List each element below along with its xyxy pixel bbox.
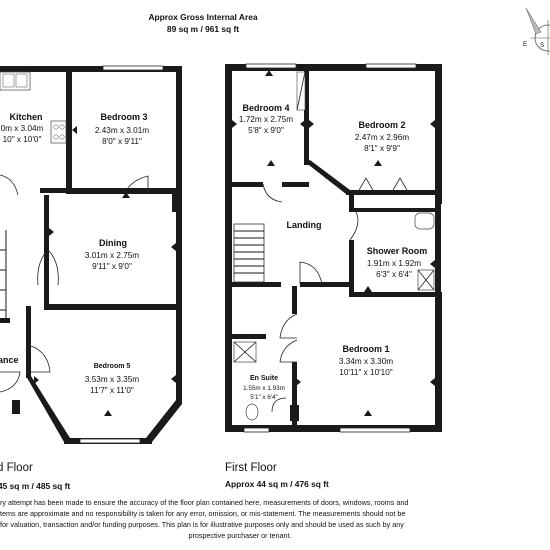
- room-shower-name: Shower Room: [367, 246, 428, 256]
- room-bedroom1-dim-ft: 10'11" x 10'10": [339, 368, 392, 377]
- room-shower-dim-ft: 6'3" x 6'4": [376, 270, 412, 279]
- room-bedroom1-name: Bedroom 1: [342, 344, 389, 354]
- room-bedroom4-dim-ft: 5'8" x 9'0": [248, 126, 284, 135]
- gross-area-value: 89 sq m / 961 sq ft: [167, 24, 239, 34]
- disclaimer-line-2: tems are approximate and no responsibili…: [0, 509, 405, 518]
- room-ensuite-dim-ft: 5'1" x 6'4": [250, 394, 278, 401]
- disclaimer-line-4: prospective purchaser or tenant.: [188, 531, 291, 540]
- compass-e-label: E: [523, 41, 527, 48]
- disclaimer-line-1: ry attempt has been made to ensure the a…: [0, 498, 408, 507]
- room-bedroom4-name: Bedroom 4: [242, 103, 289, 113]
- compass-s-label: S: [540, 42, 544, 49]
- room-shower-dim-m: 1.91m x 1.92m: [367, 259, 421, 268]
- ground-floor-label: d Floor: [0, 462, 33, 474]
- room-kitchen-dim-ft: 10" x 10'0": [3, 135, 42, 144]
- first-floor-plan: [225, 63, 442, 433]
- disclaimer-line-3: for valuation, transaction and/or fundin…: [0, 520, 404, 529]
- ground-floor-plan: [0, 65, 182, 444]
- room-ensuite-name: En Suite: [250, 375, 278, 382]
- room-bedroom5-dim-ft: 11'7" x 11'0": [90, 386, 134, 395]
- room-entrance-name: ance: [0, 355, 19, 365]
- room-ensuite-dim-m: 1.55m x 1.93m: [243, 385, 285, 392]
- room-dining-name: Dining: [99, 238, 127, 248]
- first-floor-area: Approx 44 sq m / 476 sq ft: [225, 479, 329, 489]
- ground-floor-area: 45 sq m / 485 sq ft: [0, 481, 70, 491]
- room-landing-name: Landing: [287, 220, 322, 230]
- room-bedroom2-dim-ft: 8'1" x 9'9": [364, 144, 400, 153]
- room-bedroom3-name: Bedroom 3: [100, 112, 147, 122]
- room-bedroom2-name: Bedroom 2: [358, 120, 405, 130]
- room-bedroom4-dim-m: 1.72m x 2.75m: [239, 115, 293, 124]
- room-bedroom1-dim-m: 3.34m x 3.30m: [339, 357, 393, 366]
- room-bedroom3-dim-ft: 8'0" x 9'11": [102, 137, 142, 146]
- room-dining-dim-ft: 9'11" x 9'0": [92, 262, 132, 271]
- room-bedroom5-dim-m: 3.53m x 3.35m: [85, 375, 139, 384]
- room-kitchen-dim-m: 0m x 3.04m: [1, 124, 44, 133]
- gross-area-title: Approx Gross Internal Area: [148, 12, 257, 22]
- first-floor-label: First Floor: [225, 462, 277, 474]
- compass-rose-icon: E S: [523, 7, 550, 55]
- room-kitchen-name: Kitchen: [9, 112, 42, 122]
- room-bedroom3-dim-m: 2.43m x 3.01m: [95, 126, 149, 135]
- room-dining-dim-m: 3.01m x 2.75m: [85, 251, 139, 260]
- room-bedroom5-name: Bedroom 5: [94, 363, 131, 370]
- room-bedroom2-dim-m: 2.47m x 2.96m: [355, 133, 409, 142]
